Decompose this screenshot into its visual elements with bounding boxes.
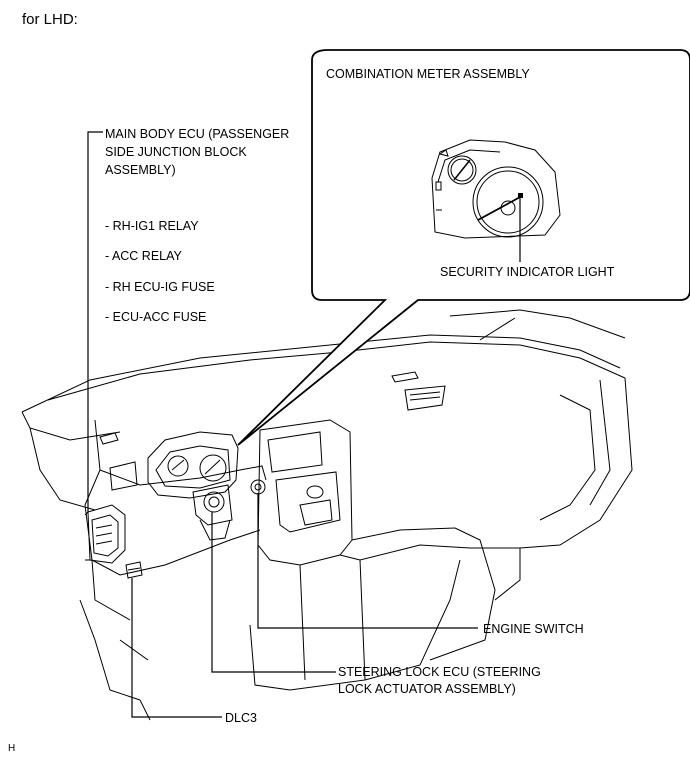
steering-lock-ecu-line-1: STEERING LOCK ECU (STEERING	[338, 665, 541, 679]
ecu-item-rh-ecu-ig-fuse: - RH ECU-IG FUSE	[105, 280, 215, 294]
security-indicator-light-mark	[518, 193, 523, 198]
main-body-ecu-label: MAIN BODY ECU (PASSENGER SIDE JUNCTION B…	[105, 125, 289, 179]
leader-lines	[87, 131, 478, 718]
steering-lock-ecu-label: STEERING LOCK ECU (STEERING LOCK ACTUATO…	[338, 664, 541, 698]
engine-switch-label: ENGINE SWITCH	[483, 622, 584, 636]
ecu-item-ecu-acc-fuse: - ECU-ACC FUSE	[105, 310, 207, 324]
security-indicator-label: SECURITY INDICATOR LIGHT	[440, 265, 615, 279]
dlc3-label: DLC3	[225, 711, 257, 725]
main-body-ecu-line-1: MAIN BODY ECU (PASSENGER	[105, 127, 290, 141]
ecu-item-acc-relay: - ACC RELAY	[105, 249, 182, 263]
main-body-ecu-line-2: SIDE JUNCTION BLOCK	[105, 145, 247, 159]
callout-title: COMBINATION METER ASSEMBLY	[326, 67, 530, 81]
ecu-item-rh-ig1-relay: - RH-IG1 RELAY	[105, 219, 199, 233]
meter-callout-box	[237, 49, 690, 446]
steering-lock-ecu-line-2: LOCK ACTUATOR ASSEMBLY)	[338, 682, 516, 696]
header-title: for LHD:	[22, 11, 78, 28]
footer-code: H	[8, 743, 16, 754]
main-body-ecu-line-3: ASSEMBLY)	[105, 163, 176, 177]
dashboard-outline	[21, 309, 633, 721]
